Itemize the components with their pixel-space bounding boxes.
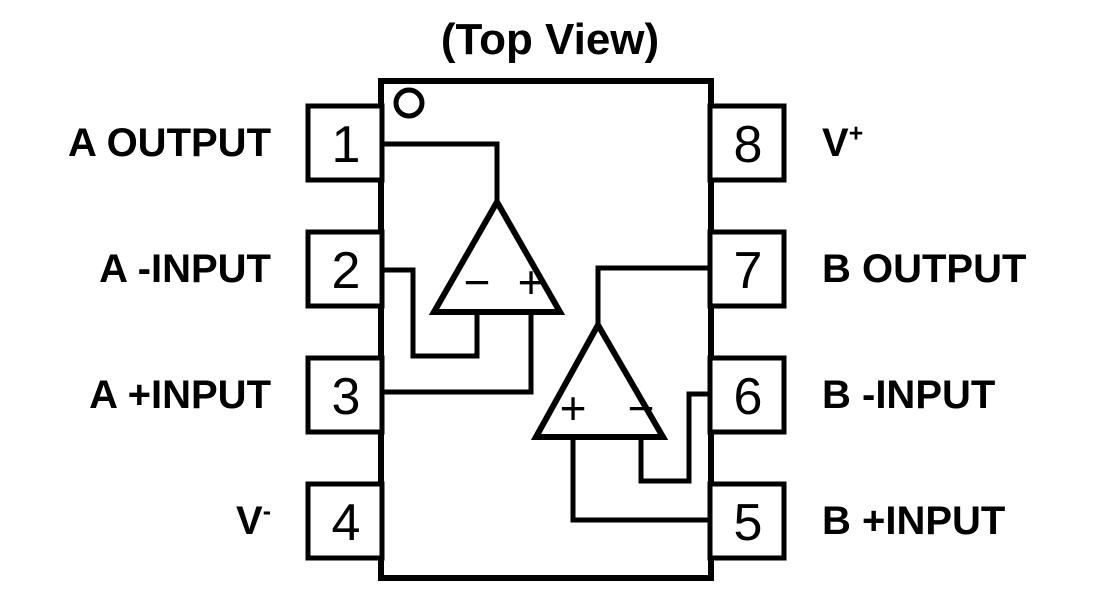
- pin-number-7: 7: [734, 242, 763, 300]
- wire-pin-6-to-amp-b-inverting: [638, 391, 711, 484]
- pin-box-8[interactable]: [707, 103, 787, 183]
- pin-number-5: 5: [734, 494, 763, 552]
- pin-label-3: A +INPUT: [89, 373, 271, 417]
- pin-box-5[interactable]: [707, 481, 787, 561]
- pin-number-4: 4: [332, 494, 361, 552]
- pin-box-6[interactable]: [707, 355, 787, 435]
- pin-label-8-text: V: [822, 121, 849, 165]
- pin-label-4: V-: [236, 498, 271, 543]
- pin-label-8: V+: [822, 120, 864, 165]
- wire-amp-b-output-to-pin-7: [595, 265, 711, 325]
- amp-b-inverting-symbol: −: [628, 382, 655, 434]
- pin-label-4-text: V: [236, 499, 263, 543]
- pin-number-2: 2: [332, 242, 361, 300]
- pin-label-2: A -INPUT: [99, 247, 271, 291]
- pin-number-8: 8: [734, 116, 763, 174]
- pin-label-4-superscript: -: [262, 498, 271, 526]
- diagram-title: (Top View): [440, 15, 660, 64]
- wire-pin-5-to-amp-b-noninverting: [570, 437, 711, 523]
- package-body-outline: [378, 78, 714, 581]
- pin-number-1: 1: [332, 116, 361, 174]
- pin-box-7[interactable]: [707, 229, 787, 309]
- amp-a-noninverting-symbol: +: [518, 256, 545, 308]
- pin-1-marker-dot: [393, 87, 425, 119]
- amp-b-noninverting-symbol: +: [560, 382, 587, 434]
- amplifier-a-triangle: [428, 195, 566, 315]
- pin-label-5: B +INPUT: [822, 499, 1006, 543]
- pin-box-3[interactable]: [305, 355, 385, 435]
- pin-label-1: A OUTPUT: [68, 121, 271, 165]
- pin-label-7: B OUTPUT: [822, 247, 1027, 291]
- wire-pin-2-to-amp-a-inverting: [381, 267, 480, 359]
- pin-label-6: B -INPUT: [822, 373, 996, 417]
- amp-a-inverting-symbol: −: [464, 256, 491, 308]
- wire-amp-a-output-to-pin-1: [381, 141, 500, 202]
- amplifier-b-triangle: [530, 318, 669, 440]
- pin-number-3: 3: [332, 368, 361, 426]
- pin-number-6: 6: [734, 368, 763, 426]
- pin-box-4[interactable]: [305, 481, 385, 561]
- pin-label-8-superscript: +: [848, 120, 864, 148]
- wire-pin-3-to-amp-a-noninverting: [381, 312, 534, 395]
